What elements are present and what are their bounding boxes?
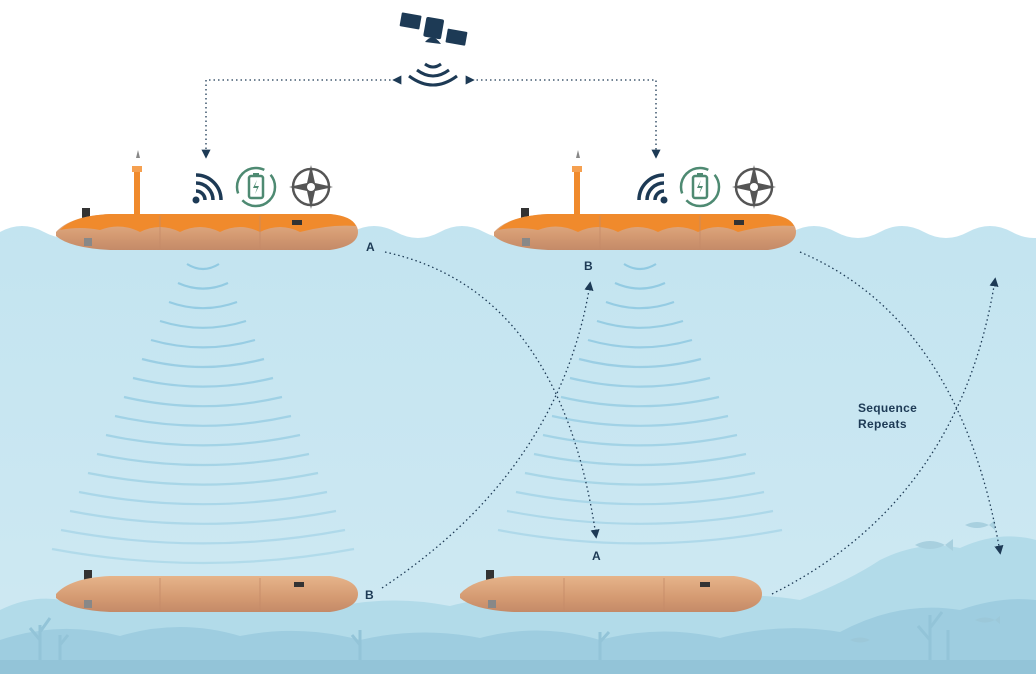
sonar-arc — [605, 300, 675, 310]
sequence-label-line1: Sequence — [858, 401, 917, 415]
sonar-arc — [506, 509, 774, 525]
sonar-arc — [515, 490, 765, 506]
compass-icon — [732, 165, 776, 209]
sonar-arc — [186, 263, 220, 271]
sonar-arc — [123, 395, 283, 408]
sonar-arc — [177, 281, 229, 290]
sonar-arc — [533, 452, 747, 467]
sonar-arc — [614, 281, 666, 290]
sonar-arc — [69, 509, 337, 525]
sonar-arc — [587, 338, 693, 349]
sonar-arc — [150, 338, 256, 349]
auv-submerged-left — [56, 570, 358, 612]
sonar-arc — [578, 357, 702, 369]
sonar-arc — [60, 528, 346, 545]
sonar-arc — [168, 300, 238, 310]
sonar-arc — [78, 490, 328, 506]
battery-recharge-icon — [235, 166, 277, 208]
signal-icon — [192, 173, 223, 204]
label-a-bottom: A — [592, 549, 601, 563]
battery-recharge-icon — [679, 166, 721, 208]
label-a-top: A — [366, 240, 375, 254]
dive-path-left — [384, 251, 600, 539]
sonar-arc — [105, 433, 301, 447]
ocean-water — [0, 226, 1036, 674]
ascent-path-right — [771, 277, 999, 595]
satellite-link-arrows — [201, 75, 661, 159]
sonar-arc — [87, 471, 319, 486]
sonar-arc — [596, 319, 684, 329]
ascent-path-left — [381, 281, 594, 589]
sonar-arc — [569, 376, 711, 388]
sonar-arc — [542, 433, 738, 447]
sonar-waves-right — [497, 263, 783, 545]
auv-surfaced-right — [494, 150, 796, 250]
sequence-label-line2: Repeats — [858, 417, 907, 431]
sonar-arc — [560, 395, 720, 408]
auv-surfaced-left — [56, 150, 358, 250]
sonar-arc — [132, 376, 274, 388]
sonar-arc — [497, 528, 783, 545]
sonar-arc — [114, 414, 292, 427]
sonar-arc — [141, 357, 265, 369]
sonar-arc — [524, 471, 756, 486]
dive-path-right — [799, 251, 1004, 555]
label-b-bottom: B — [365, 588, 374, 602]
compass-icon — [289, 165, 333, 209]
sonar-waves-left — [51, 263, 355, 565]
sonar-arc — [551, 414, 729, 427]
sonar-arc — [96, 452, 310, 467]
auv-submerged-right — [460, 570, 762, 612]
signal-icon — [637, 173, 668, 204]
sonar-arc — [623, 263, 657, 271]
sonar-arc — [51, 547, 355, 565]
sonar-arc — [159, 319, 247, 329]
label-b-top: B — [584, 259, 593, 273]
trajectory-arrows — [381, 251, 1004, 595]
satellite-icon — [399, 12, 468, 87]
